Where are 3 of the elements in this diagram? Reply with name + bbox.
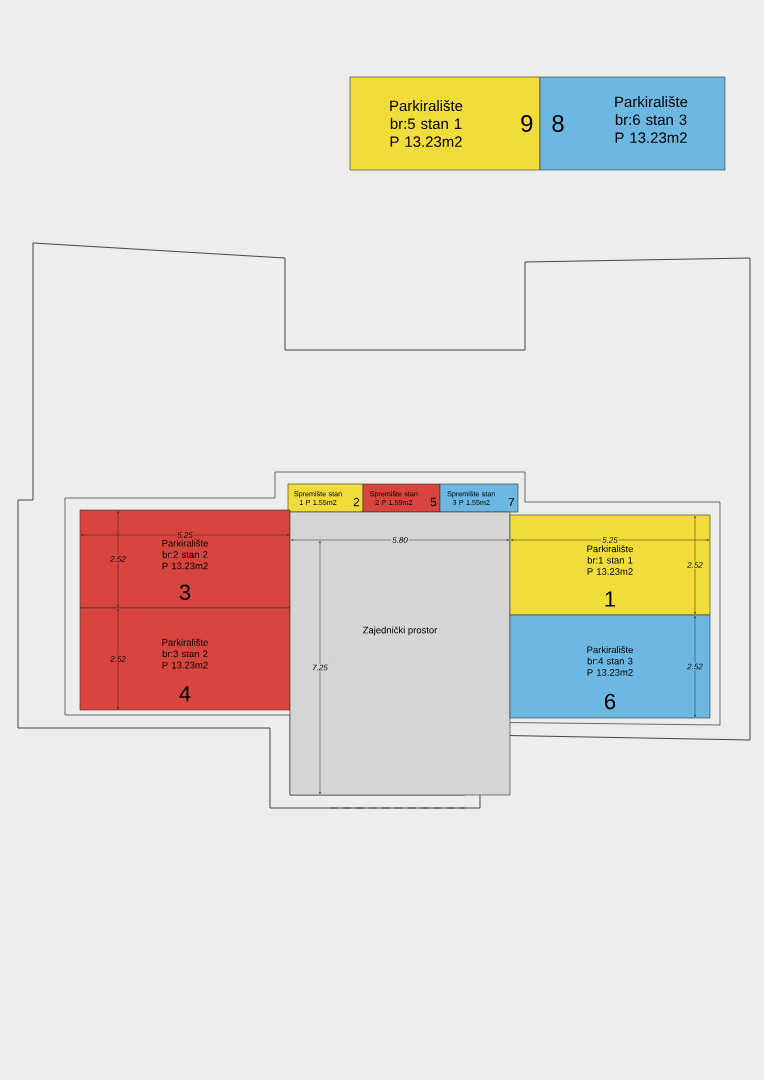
parking-space-box: Parkiralište br:5 stan 1 P 13.23m2 9 bbox=[349, 76, 541, 171]
floor-plan-outline bbox=[17, 242, 751, 809]
parking-space-box: Parkiralište br:6 stan 3 P 13.23m2 8 bbox=[539, 76, 726, 171]
